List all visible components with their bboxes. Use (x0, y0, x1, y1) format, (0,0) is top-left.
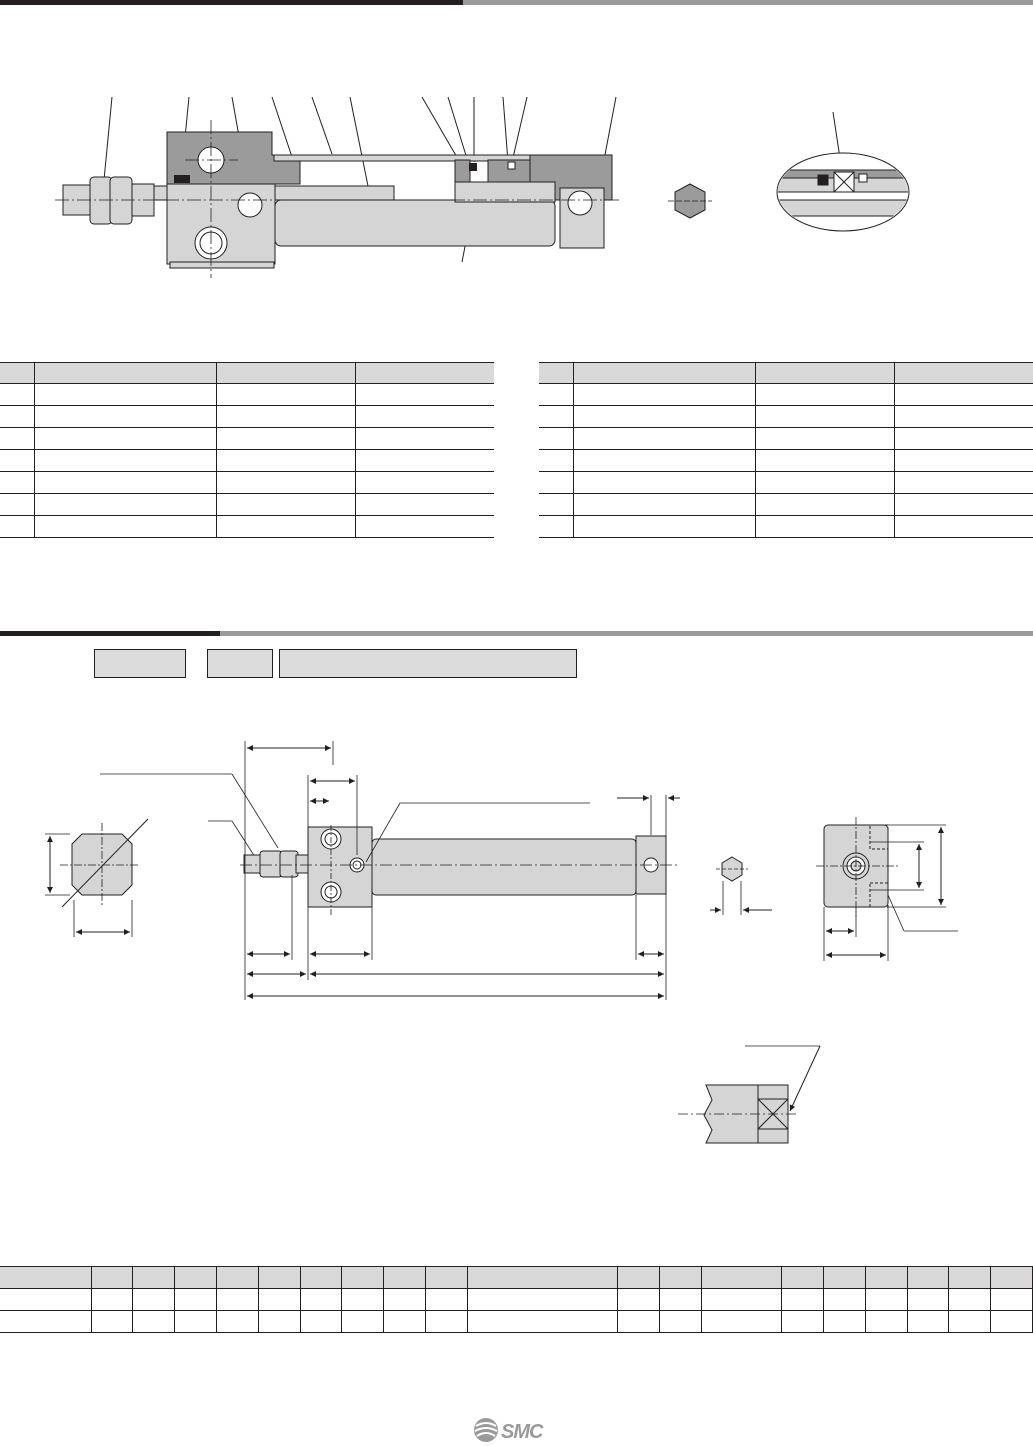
section-bar-dark (0, 631, 220, 636)
dimensions-table (0, 1266, 1033, 1333)
parts-table-right (539, 362, 1033, 538)
model-label-box (207, 649, 273, 678)
smc-logo: SMC (474, 1418, 545, 1443)
model-label-box (94, 649, 186, 678)
table-row (0, 515, 494, 538)
model-label-box (279, 649, 577, 678)
table-row (539, 493, 1033, 516)
table-row (539, 427, 1033, 450)
table-row (0, 383, 494, 406)
dimension-drawing (45, 741, 958, 1144)
section-bar-gray (220, 631, 1033, 636)
top-section-bar-dark (0, 0, 463, 5)
table-row (539, 515, 1033, 538)
table-row (0, 471, 494, 494)
parts-table-left (0, 362, 494, 538)
table-header-row (539, 362, 1033, 384)
table-row (539, 383, 1033, 406)
table-row (539, 449, 1033, 472)
table-header-row (0, 362, 494, 384)
table-row (0, 405, 494, 428)
table-row (0, 1288, 1033, 1311)
top-section-bar-gray (463, 0, 1033, 5)
smc-logo-text: SMC (501, 1421, 544, 1443)
table-row (539, 471, 1033, 494)
table-header-row (0, 1266, 1033, 1289)
table-row (0, 493, 494, 516)
table-row (0, 1310, 1033, 1333)
table-row (0, 449, 494, 472)
construction-diagram (55, 96, 910, 278)
table-row (0, 427, 494, 450)
table-row (539, 405, 1033, 428)
